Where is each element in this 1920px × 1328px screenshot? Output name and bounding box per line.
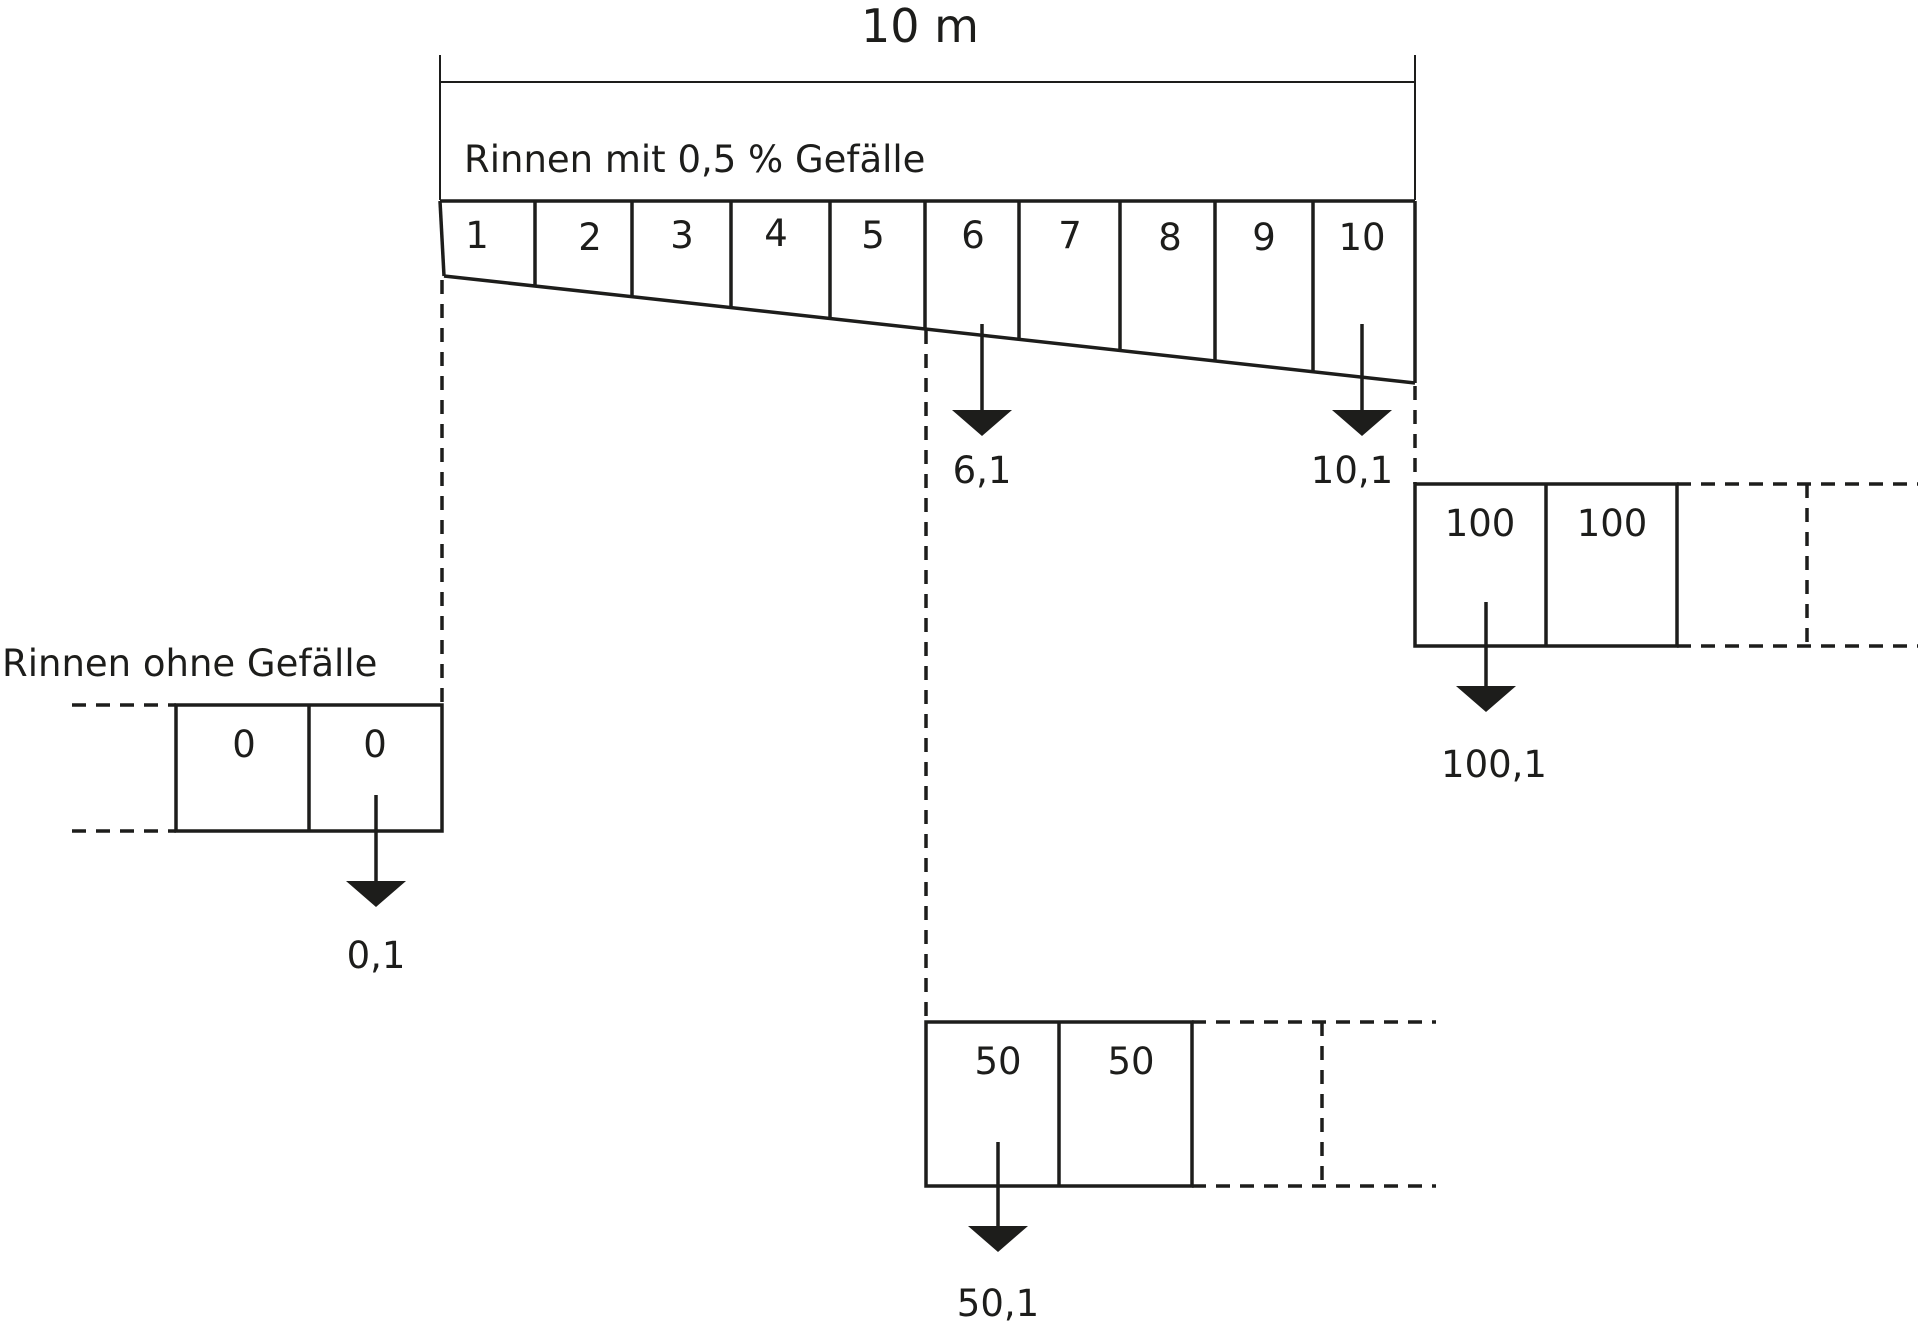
outlet-value-10: 10,1: [1311, 449, 1393, 492]
flat-channel-title: Rinnen ohne Gefälle: [2, 642, 377, 685]
segment-label: 8: [1158, 216, 1182, 259]
flat-cell-label: 0: [363, 723, 387, 766]
segment-label: 1: [465, 214, 489, 257]
channel-100-outlet-arrow: 100,1: [1441, 602, 1547, 786]
flat-outlet-value: 0,1: [347, 934, 406, 977]
sloped-channel-title: Rinnen mit 0,5 % Gefälle: [464, 138, 925, 181]
channel-100: 100 100 100,1: [1413, 482, 1918, 786]
segment-label: 9: [1252, 216, 1276, 259]
segment-label: 7: [1058, 214, 1082, 257]
outlet-arrow-10: 10,1: [1311, 324, 1393, 492]
dimension-label: 10 m: [861, 0, 979, 53]
channel-100-cell-label: 100: [1577, 502, 1648, 545]
segment-label: 4: [764, 212, 788, 255]
channel-100-cell-label: 100: [1445, 502, 1516, 545]
channel-100-outlet-value: 100,1: [1441, 743, 1547, 786]
outlet-arrow-6: 6,1: [952, 324, 1012, 492]
segment-label: 5: [861, 214, 885, 257]
flat-cell-label: 0: [232, 723, 256, 766]
sloped-channel-left-edge: [438, 200, 446, 277]
segment-label: 2: [578, 216, 602, 259]
channel-50-outlet-arrow: 50,1: [957, 1142, 1039, 1325]
channel-50-outlet-value: 50,1: [957, 1282, 1039, 1325]
segment-label: 3: [670, 214, 694, 257]
channel-50: 50 50 50,1: [924, 1020, 1436, 1325]
channel-50-cell-label: 50: [1107, 1040, 1154, 1083]
flat-channel: Rinnen ohne Gefälle 0 0 0,1: [2, 642, 444, 977]
segment-dividers: [533, 201, 1315, 372]
segment-label: 6: [961, 214, 985, 257]
outlet-value-6: 6,1: [953, 449, 1012, 492]
sloped-channel-bottom-edge: [443, 274, 1416, 385]
sloped-channel: Rinnen mit 0,5 % Gefälle 1 2 3 4 5 6 7 8…: [438, 138, 1417, 492]
channel-50-cell-label: 50: [974, 1040, 1021, 1083]
segment-label: 10: [1338, 216, 1385, 259]
flat-outlet-arrow: 0,1: [346, 795, 406, 977]
dimension-line: 10 m: [439, 0, 1416, 200]
